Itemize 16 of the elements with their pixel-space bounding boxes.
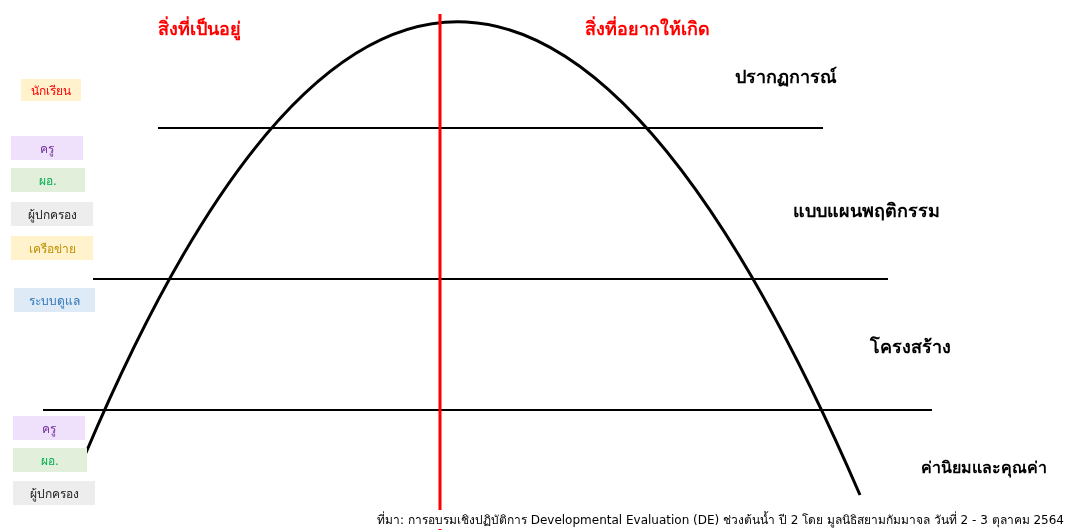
layer-label: ปรากฏการณ์ [735, 65, 837, 89]
stakeholder-tag: ระบบดูแล [14, 288, 95, 312]
stakeholder-tag: นักเรียน [21, 79, 81, 101]
stakeholder-tag: ผอ. [11, 168, 85, 192]
stakeholder-tag: ครู [11, 136, 83, 160]
stakeholder-tag: ครู [13, 416, 85, 440]
stakeholder-tag: ผอ. [13, 448, 87, 472]
layer-label: แบบแผนพฤติกรรม [793, 199, 940, 223]
column-heading: สิ่งที่อยากให้เกิด [585, 15, 710, 41]
stakeholder-tag: ผู้ปกครอง [11, 202, 93, 226]
column-heading: สิ่งที่เป็นอยู่ [158, 15, 241, 43]
stakeholder-tag: เครือข่าย [11, 236, 93, 260]
stakeholder-tag: ผู้ปกครอง [13, 481, 95, 505]
layer-label: ค่านิยมและคุณค่า [921, 457, 1047, 480]
source-caption: ที่มา: การอบรมเชิงปฏิบัติการ Developmental Evaluation (DE) ช่วงต้นน้ำ ปี 2 โดย มูลนิธิสยามกัมมาจล วันที่ 2 - 3 ตุลาคม 2564 [377, 510, 1064, 529]
layer-label: โครงสร้าง [870, 335, 951, 359]
